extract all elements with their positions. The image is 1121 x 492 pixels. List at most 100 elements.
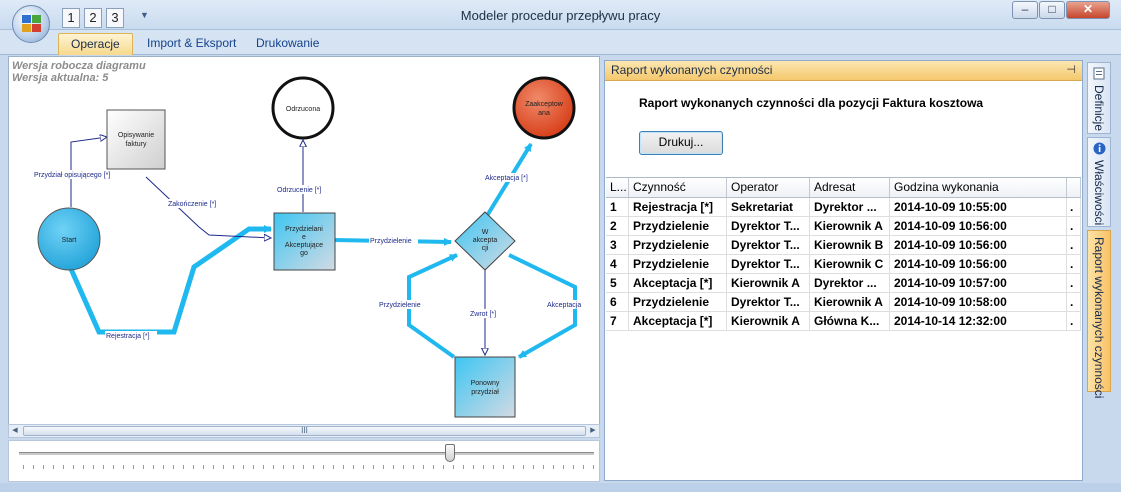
slider-tick [443, 465, 444, 469]
slider-tick [113, 465, 114, 469]
slider-tick [403, 465, 404, 469]
slider-tick [173, 465, 174, 469]
side-tab-label: Definicje [1092, 85, 1106, 132]
node-accepted-label-1: Zaakceptow [525, 101, 564, 108]
node-assign-label-2: e [302, 234, 306, 241]
table-cell: Dyrektor T... [727, 236, 810, 254]
slider-tick [203, 465, 204, 469]
side-tab-raport[interactable]: Raport wykonanych czynności [1087, 230, 1111, 398]
slider-tick [583, 465, 584, 469]
table-cell: . [1067, 236, 1081, 254]
node-decision-label-1: W [482, 229, 489, 236]
slider-tick [153, 465, 154, 469]
slider-tick [53, 465, 54, 469]
column-header[interactable]: Adresat [810, 178, 890, 197]
scroll-left-icon[interactable]: ◀ [12, 427, 18, 434]
scroll-thumb[interactable]: III [23, 426, 586, 436]
qat-save-version-1[interactable]: 1 [62, 8, 80, 28]
side-tab-definicje[interactable]: Definicje [1087, 62, 1111, 134]
slider-tick [43, 465, 44, 469]
column-header[interactable]: L... [606, 178, 629, 197]
edge-label-accept-top: Akceptacja [*] [485, 175, 528, 182]
edge-label-assignment-left: Przydzielenie [379, 302, 421, 309]
table-cell: Kierownik B [810, 236, 890, 254]
slider-tick [83, 465, 84, 469]
edge-label-reject: Odrzucenie [*] [277, 187, 321, 194]
node-decision-label-3: cji [482, 245, 489, 252]
slider-tick [463, 465, 464, 469]
pin-icon[interactable]: ⊣ [1066, 64, 1076, 76]
side-tab-label: Raport wykonanych czynności [1092, 237, 1106, 399]
table-cell: Kierownik A [727, 312, 810, 330]
tab-drukowanie[interactable]: Drukowanie [256, 36, 320, 50]
diagram-horizontal-scrollbar[interactable]: ◀ III ▶ [8, 424, 600, 438]
minimize-button[interactable]: – [1012, 1, 1038, 19]
slider-tick [303, 465, 304, 469]
qat-dropdown-icon[interactable]: ▼ [140, 10, 149, 20]
slider-tick [453, 465, 454, 469]
title-bar: 1 2 3 ▼ Modeler procedur przepływu pracy… [0, 0, 1121, 30]
tab-operacje[interactable]: Operacje [58, 33, 133, 55]
slider-tick [563, 465, 564, 469]
slider-tick [323, 465, 324, 469]
maximize-button[interactable]: □ [1039, 1, 1065, 19]
slider-tick [343, 465, 344, 469]
scroll-right-icon[interactable]: ▶ [590, 427, 596, 434]
column-header[interactable]: Operator [727, 178, 810, 197]
slider-tick [213, 465, 214, 469]
node-accepted [512, 76, 576, 140]
diagram-canvas[interactable]: Wersja robocza diagramu Wersja aktualna:… [8, 56, 600, 428]
slider-tick [483, 465, 484, 469]
column-header[interactable] [1067, 178, 1081, 197]
node-describe-label-2: faktury [125, 141, 147, 148]
edge-label-registration: Rejestracja [*] [106, 333, 150, 340]
table-cell: 2014-10-09 10:56:00 [890, 217, 1067, 235]
column-header[interactable]: Czynność [629, 178, 727, 197]
print-button[interactable]: Drukuj... [639, 131, 723, 155]
slider-tick [73, 465, 74, 469]
node-accepted-label-2: ana [538, 110, 550, 117]
app-logo-icon [22, 15, 42, 33]
slider-tick [523, 465, 524, 469]
edge-registration [68, 225, 272, 335]
table-cell: . [1067, 255, 1081, 273]
slider-tick [33, 465, 34, 469]
slider-tick [93, 465, 94, 469]
slider-tick [293, 465, 294, 469]
table-cell: . [1067, 217, 1081, 235]
slider-tick [143, 465, 144, 469]
edge-label-assignment: Przydzielenie [370, 238, 412, 245]
table-cell: 2 [606, 217, 629, 235]
column-header[interactable]: Godzina wykonania [890, 178, 1067, 197]
qat-save-version-3[interactable]: 3 [106, 8, 124, 28]
side-tab-strip: Definicje Właściwości Raport wykonanych … [1085, 60, 1113, 398]
close-button[interactable]: ✕ [1066, 1, 1110, 19]
slider-tick [223, 465, 224, 469]
version-slider-thumb[interactable] [445, 444, 456, 462]
table-cell: Rejestracja [*] [629, 198, 727, 216]
tab-import-eksport[interactable]: Import & Eksport [147, 36, 237, 50]
side-tab-wlasciwosci[interactable]: Właściwości [1087, 137, 1111, 227]
definitions-icon [1093, 67, 1105, 80]
slider-tick [233, 465, 234, 469]
table-cell: . [1067, 312, 1081, 330]
version-slider-track[interactable] [19, 452, 594, 455]
qat-save-version-2[interactable]: 2 [84, 8, 102, 28]
draft-version-label: Wersja robocza diagramu [12, 60, 146, 72]
slider-tick [103, 465, 104, 469]
slider-tick [353, 465, 354, 469]
application-menu-button[interactable] [12, 5, 50, 43]
slider-tick [253, 465, 254, 469]
table-cell: 7 [606, 312, 629, 330]
table-cell: Przydzielenie [629, 255, 727, 273]
table-cell: Akceptacja [*] [629, 312, 727, 330]
slider-tick [23, 465, 24, 469]
